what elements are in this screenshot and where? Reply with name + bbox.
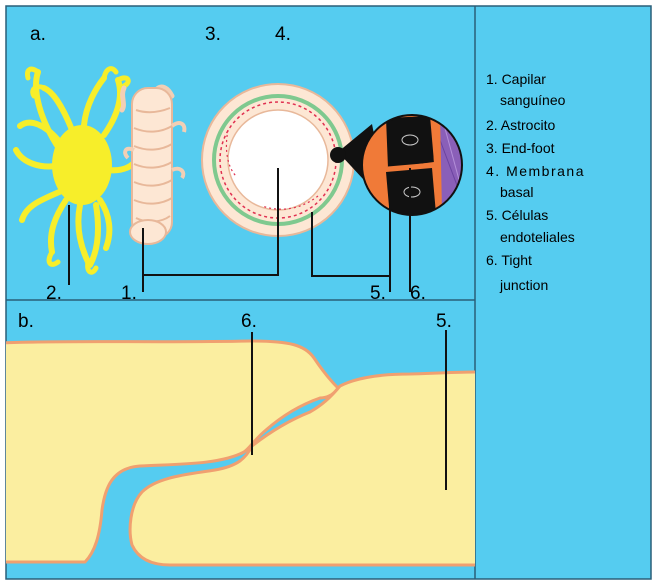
label-capillary-number: 1.: [121, 283, 137, 304]
panel-a-label: a.: [30, 24, 46, 45]
legend-item-4-line2: basal: [500, 184, 533, 200]
panel-b-label: b.: [18, 311, 34, 332]
label-astrocyte-number: 2.: [46, 283, 62, 304]
legend-item-5-line1: 5. Células: [486, 207, 548, 223]
legend-item-1-line1: 1. Capilar: [486, 71, 546, 87]
label-endfoot-number: 3.: [205, 24, 221, 45]
label-basal-membrane-number: 4.: [275, 24, 291, 45]
panel-b-endothelial-number: 5.: [436, 311, 452, 332]
legend-item-2: 2. Astrocito: [486, 117, 555, 133]
legend-item-1-line2: sanguíneo: [500, 92, 566, 108]
legend-item-4-line1: 4. Membrana: [486, 163, 585, 179]
panel-b-tight-junction-number: 6.: [241, 311, 257, 332]
legend-item-5-line2: endoteliales: [500, 229, 575, 245]
legend-item-6-line2: junction: [499, 277, 548, 293]
label-tight-junction-number: 6.: [410, 283, 426, 304]
legend-item-3: 3. End-foot: [486, 140, 555, 156]
legend-item-6-line1: 6. Tight: [486, 252, 532, 268]
label-endothelial-number: 5.: [370, 283, 386, 304]
